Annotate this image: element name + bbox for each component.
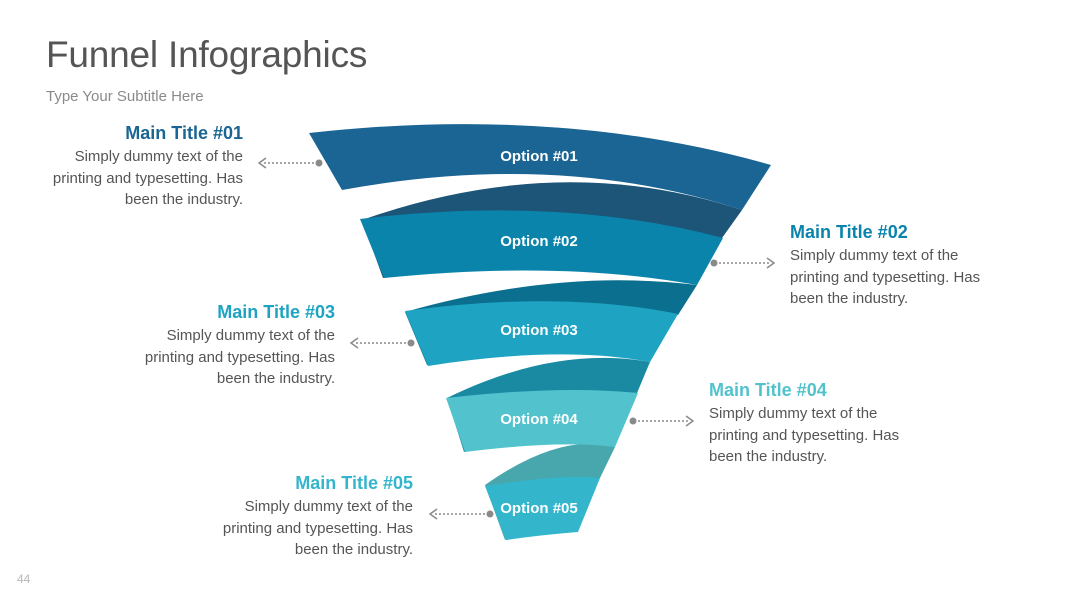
funnel-layer-1	[309, 124, 771, 210]
funnel-layer-3	[405, 301, 678, 366]
page-subtitle: Type Your Subtitle Here	[46, 88, 204, 105]
block-body-3: Simply dummy text of the printing and ty…	[144, 327, 335, 387]
funnel-layer-2	[360, 210, 723, 285]
connector-4	[629, 415, 695, 427]
funnel-layer-4	[446, 389, 638, 452]
connector-5	[428, 508, 494, 520]
info-block-2: Main Title #02 Simply dummy text of the …	[790, 221, 990, 310]
page-number: 44	[17, 572, 31, 586]
page-title: Funnel Infographics	[46, 34, 368, 75]
connector-2	[710, 257, 776, 269]
block-title-5: Main Title #05	[295, 473, 413, 493]
info-block-1: Main Title #01 Simply dummy text of the …	[43, 122, 243, 211]
info-block-5: Main Title #05 Simply dummy text of the …	[213, 472, 413, 561]
option-label-1: Option #01	[500, 148, 578, 165]
option-label-2: Option #02	[500, 233, 578, 250]
option-label-4: Option #04	[500, 411, 578, 428]
block-body-5: Simply dummy text of the printing and ty…	[222, 498, 413, 558]
info-block-4: Main Title #04 Simply dummy text of the …	[709, 379, 909, 468]
info-block-3: Main Title #03 Simply dummy text of the …	[135, 301, 335, 390]
funnel-layer-5	[485, 477, 600, 540]
connector-1	[257, 157, 323, 169]
block-title-3: Main Title #03	[217, 302, 335, 322]
block-title-4: Main Title #04	[709, 380, 827, 400]
block-body-1: Simply dummy text of the printing and ty…	[52, 148, 243, 208]
option-label-3: Option #03	[500, 322, 578, 339]
block-body-4: Simply dummy text of the printing and ty…	[709, 405, 900, 465]
connector-3	[349, 337, 415, 349]
block-title-1: Main Title #01	[125, 123, 243, 143]
block-title-2: Main Title #02	[790, 222, 908, 242]
option-label-5: Option #05	[500, 500, 578, 517]
block-body-2: Simply dummy text of the printing and ty…	[790, 247, 981, 307]
